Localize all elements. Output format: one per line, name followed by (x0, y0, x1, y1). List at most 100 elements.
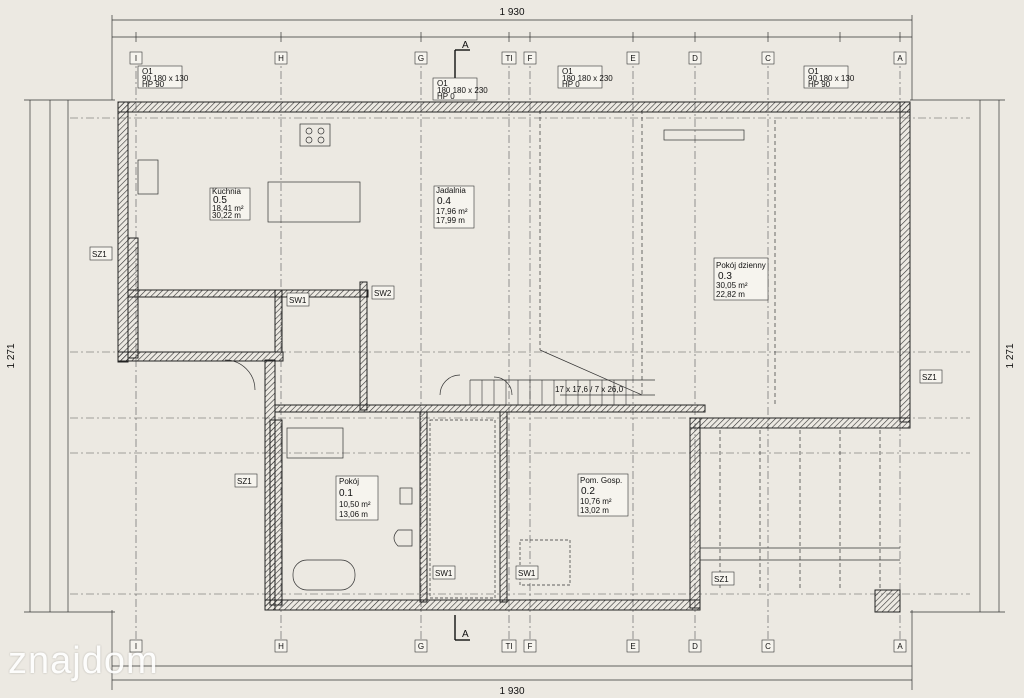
window-tag-2-code: O1 (437, 79, 448, 88)
axis-bubble-label: G (418, 54, 424, 63)
room-dining-volume: 17,99 m (436, 216, 465, 225)
axis-bubble-box (893, 639, 907, 653)
overall-width-bottom: 1 930 (499, 686, 524, 697)
room-dining-name: Jadalnia (436, 186, 466, 195)
room-utility: Pom. Gosp. 0.2 10,76 m² 13,02 m (577, 473, 629, 517)
room-kitchen: Kuchnia 0.5 18,41 m² 30,22 m (209, 187, 251, 221)
axis-bubble-label: C (765, 642, 771, 651)
axis-bubble-label: D (692, 54, 698, 63)
room-kitchen-name: Kuchnia (212, 187, 241, 196)
axis-bubble-box (414, 639, 428, 653)
room-living-area: 30,05 m² (716, 281, 748, 290)
window-tag-3-hp: HP 0 (562, 80, 580, 89)
tag-sz1-left-lower-text: SZ1 (237, 477, 252, 486)
tag-sw1-c: SW1 (515, 565, 539, 580)
left-dimension-lines (24, 99, 115, 613)
axis-bubble-label: I (135, 54, 137, 63)
tag-sz1-left-upper: SZ1 (89, 246, 113, 261)
room-dining-number: 0.4 (437, 196, 451, 207)
tag-sw1-a: SW1 (286, 292, 310, 307)
room-bedroom-name: Pokój (339, 477, 359, 486)
window-tag-3-spec: 180 180 x 230 (562, 74, 613, 83)
room-dining-area: 17,96 m² (436, 207, 468, 216)
axis-bubble-label: H (278, 54, 284, 63)
axis-bubble-label: A (897, 54, 903, 63)
axis-bubble-label: F (528, 642, 533, 651)
window-tag-1-code: O1 (142, 67, 153, 76)
room-bedroom: Pokój 0.1 10,50 m² 13,06 m (335, 475, 379, 521)
tag-sw2-text: SW2 (374, 289, 392, 298)
tag-sz1-right: SZ1 (919, 369, 943, 384)
axis-bubble-label: TI (505, 642, 512, 651)
window-tag-2: O1 180 180 x 230 HP 0 (432, 77, 488, 101)
room-utility-number: 0.2 (581, 486, 595, 497)
axis-bubble-box (129, 639, 143, 653)
room-kitchen-volume: 30,22 m (212, 211, 241, 220)
axis-bubble-box (501, 639, 517, 653)
tag-sw1-b-text: SW1 (435, 569, 453, 578)
overall-depth-left: 1 271 (6, 343, 17, 368)
top-dimension-lines (111, 15, 913, 100)
axis-bubble-label: C (765, 54, 771, 63)
room-living: Pokój dzienny 0.3 30,05 m² 22,82 m (713, 257, 769, 301)
stair-treads (469, 380, 627, 405)
room-utility-volume: 13,02 m (580, 506, 609, 515)
bottom-dimension-lines (111, 610, 913, 690)
tag-sz1-bottom: SZ1 (711, 571, 735, 586)
axis-bubble-box (523, 639, 537, 653)
tag-sz1-right-text: SZ1 (922, 373, 937, 382)
room-living-name: Pokój dzienny (716, 261, 766, 270)
axis-bubble-box (414, 51, 428, 65)
overall-width-top: 1 930 (499, 7, 524, 18)
window-tag-1-spec: 90 180 x 130 (142, 74, 189, 83)
axis-bubble-box (761, 639, 775, 653)
tag-sw1-a-text: SW1 (289, 296, 307, 305)
room-kitchen-area: 18,41 m² (212, 204, 244, 213)
axis-bubble-label: E (630, 54, 635, 63)
window-tag-4: O1 90 180 x 130 HP 90 (803, 65, 855, 89)
axis-bubble-label: D (692, 642, 698, 651)
external-walls (117, 101, 911, 613)
tag-sw1-b: SW1 (432, 565, 456, 580)
interior-linework (137, 110, 900, 599)
axis-bubble-label: I (135, 642, 137, 651)
room-utility-area: 10,76 m² (580, 497, 612, 506)
window-tag-4-hp: HP 90 (808, 80, 831, 89)
section-line-a (454, 49, 470, 641)
section-a-top: A (462, 40, 469, 51)
window-tag-4-spec: 90 180 x 130 (808, 74, 855, 83)
room-kitchen-number: 0.5 (213, 195, 227, 206)
axis-bubble-box (893, 51, 907, 65)
room-utility-name: Pom. Gosp. (580, 476, 622, 485)
room-dining: Jadalnia 0.4 17,96 m² 17,99 m (433, 185, 475, 229)
axis-bubble-box (761, 51, 775, 65)
window-tag-2-hp: HP 0 (437, 92, 455, 101)
room-bedroom-volume: 13,06 m (339, 510, 368, 519)
axis-bubble-label: A (897, 642, 903, 651)
axis-bubble-label: E (630, 642, 635, 651)
axis-bubble-label: F (528, 54, 533, 63)
window-tag-4-code: O1 (808, 67, 819, 76)
window-tag-2-spec: 180 180 x 230 (437, 86, 488, 95)
axis-bubble-label: H (278, 642, 284, 651)
tag-sw2: SW2 (371, 285, 395, 300)
axis-bubble-box (523, 51, 537, 65)
room-bedroom-area: 10,50 m² (339, 500, 371, 509)
room-living-volume: 22,82 m (716, 290, 745, 299)
overall-depth-right: 1 271 (1005, 343, 1016, 368)
room-living-number: 0.3 (718, 271, 732, 282)
axis-bubble-box (501, 51, 517, 65)
window-tag-1: O1 90 180 x 130 HP 90 (137, 65, 189, 89)
right-dimension-lines (910, 99, 1005, 613)
tag-sz1-bottom-text: SZ1 (714, 575, 729, 584)
axis-bubble-box (274, 639, 288, 653)
tag-sw1-c-text: SW1 (518, 569, 536, 578)
room-bedroom-number: 0.1 (339, 488, 353, 499)
axis-bubble-box (688, 639, 702, 653)
axis-bubble-box (626, 639, 640, 653)
axis-bubble-box (626, 51, 640, 65)
window-tag-3-code: O1 (562, 67, 573, 76)
